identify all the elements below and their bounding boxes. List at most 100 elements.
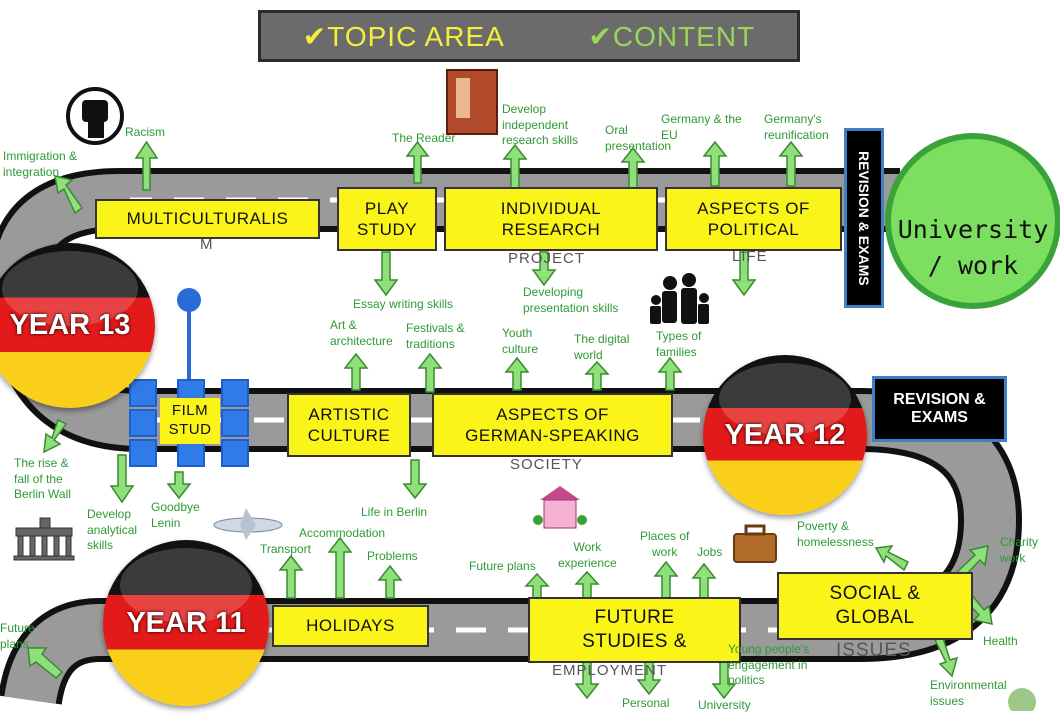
content-young-people-politics: Young people's engagement in politics	[728, 642, 809, 689]
content-oral-presentation: Oral presentation	[605, 123, 671, 154]
label-line: Berlin Wall	[14, 487, 71, 502]
content-analytical-skills: Develop analytical skills	[87, 507, 137, 554]
content-life-in-berlin: Life in Berlin	[361, 505, 428, 519]
label-line: Goodbye	[151, 500, 200, 514]
topic-label: ARTISTIC	[308, 404, 390, 424]
content-festivals: Festivals & traditions	[406, 321, 465, 352]
label-line: Developing	[523, 285, 584, 299]
label-line: architecture	[330, 333, 393, 348]
family-icon	[650, 273, 709, 324]
topic-label: ASPECTS OF	[697, 198, 810, 218]
topic-german-speaking-society: ASPECTS OF GERMAN-SPEAKING	[432, 393, 673, 457]
content-reunification: Germany's reunification	[764, 112, 829, 143]
year-label: YEAR 12	[724, 418, 846, 451]
content-digital-world: The digital world	[574, 332, 629, 363]
topic-label: ASPECTS OF	[496, 404, 609, 424]
content-jobs: Jobs	[697, 545, 723, 559]
topic-holidays: HOLIDAYS	[272, 605, 429, 647]
label-line: presentation skills	[523, 300, 619, 315]
label-line: Immigration &	[3, 149, 78, 163]
label-line: plans	[0, 636, 29, 651]
content-places-of-work: Places of work	[640, 529, 689, 560]
topic-label: POLITICAL	[707, 220, 800, 239]
label-line: Types of	[656, 329, 702, 343]
revision-exams-year12: REVISION & EXAMS	[872, 376, 1007, 442]
ghost-text: LIFE	[732, 248, 768, 265]
content-berlin-wall: The rise & fall of the Berlin Wall	[14, 456, 71, 503]
content-youth-culture: Youth culture	[502, 326, 538, 357]
topic-label: MULTICULTURALIS	[126, 209, 289, 229]
content-develop-research: Develop independent research skills	[502, 102, 578, 149]
topic-label: FUTURE	[594, 607, 675, 629]
content-goodbye-lenin: Goodbye Lenin	[151, 500, 200, 531]
brandenburg-gate-icon	[13, 517, 75, 561]
label-line: The rise &	[14, 456, 69, 470]
content-work-experience: Work experience	[558, 540, 617, 571]
content-personal: Personal	[622, 696, 670, 710]
label-line: integration	[3, 164, 60, 179]
label-line: Places of	[640, 529, 690, 543]
revision-label: REVISION & EXAMS	[856, 150, 872, 286]
ghost-text: EMPLOYMENT	[552, 662, 668, 679]
label-line: Develop	[502, 102, 547, 116]
label-line: Environmental	[930, 678, 1007, 692]
label-line: experience	[558, 555, 617, 570]
label-line: Germany & the	[661, 112, 742, 126]
content-art-architecture: Art & architecture	[330, 318, 393, 349]
label-line: Youth	[502, 326, 533, 340]
label-line: traditions	[406, 336, 455, 351]
label-line: Germany's	[764, 112, 822, 126]
legend-content: ✔CONTENT	[588, 20, 756, 52]
content-accommodation: Accommodation	[299, 526, 386, 540]
label-line: families	[656, 344, 697, 359]
topic-label: RESEARCH	[501, 220, 601, 239]
label-line: issues	[930, 693, 965, 708]
content-types-of-families: Types of families	[656, 329, 701, 360]
destination-line1: University	[897, 215, 1049, 244]
content-poverty: Poverty & homelessness	[797, 519, 874, 550]
label-line: Art &	[330, 318, 357, 332]
ghost-text: SOCIETY	[510, 456, 583, 473]
content-transport: Transport	[260, 542, 311, 556]
content-environmental: Environmental issues	[930, 678, 1007, 709]
topic-label: STUDIES &	[582, 631, 687, 652]
topic-film-study: FILM STUD	[160, 398, 220, 444]
label-line: analytical	[87, 522, 138, 537]
label-line: EU	[661, 127, 678, 142]
label-line: work	[1000, 550, 1026, 565]
label-line: research skills	[502, 133, 579, 148]
content-developing-presentation: Developing presentation skills	[523, 285, 618, 316]
topic-label: CULTURE	[307, 426, 391, 445]
label-line: world	[574, 347, 603, 362]
label-line: Develop	[87, 507, 132, 521]
ghost-text: ISSUES	[836, 640, 912, 661]
label-line: fall of the	[14, 471, 63, 486]
revision-label: EXAMS	[911, 409, 968, 426]
revision-label: REVISION &	[893, 391, 986, 408]
label-line: Future	[0, 621, 35, 635]
legend-header: ✔TOPIC AREA ✔CONTENT	[258, 10, 800, 62]
content-germany-eu: Germany & the EU	[661, 112, 742, 143]
label-line: Charity	[1000, 535, 1039, 549]
destination-university-work: University / work	[885, 133, 1060, 309]
label-line: independent	[502, 117, 569, 132]
ghost-text: PROJECT	[508, 250, 586, 267]
label-line: culture	[502, 341, 539, 356]
content-future-plans-left: Future plans	[0, 621, 35, 652]
revision-exams-vertical: REVISION & EXAMS	[844, 128, 884, 308]
year-12-badge: YEAR 12	[703, 355, 867, 515]
content-essay-writing: Essay writing skills	[353, 297, 454, 311]
topic-label: GLOBAL	[835, 607, 915, 628]
topic-label: FILM	[171, 402, 209, 420]
briefcase-icon	[733, 524, 777, 563]
label-line: engagement in	[728, 657, 808, 672]
content-charity-work: Charity work	[1000, 535, 1038, 566]
topic-label: GERMAN-SPEAKING	[465, 426, 640, 445]
topic-multiculturalism: MULTICULTURALIS	[95, 199, 320, 239]
label-line: Young people's	[728, 642, 810, 656]
year-label: YEAR 13	[9, 309, 131, 341]
topic-label: SOCIAL &	[829, 583, 921, 605]
content-the-reader: The Reader	[392, 131, 456, 145]
year-13-badge: YEAR 13	[0, 243, 155, 408]
label-line: Lenin	[151, 515, 181, 530]
